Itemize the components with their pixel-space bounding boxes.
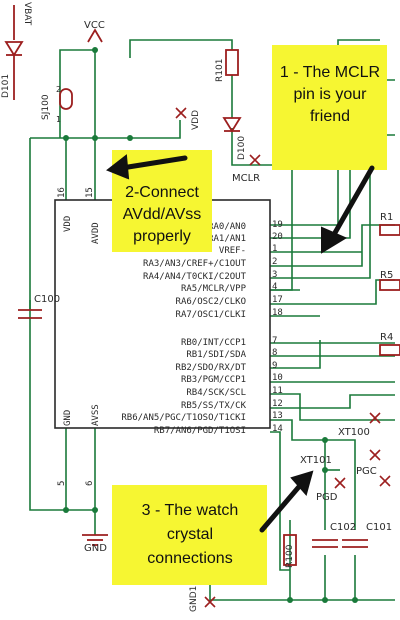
chip-pin-label: RB7/AN6/PGD/T1OSI xyxy=(154,426,246,436)
label-c102: C102 xyxy=(330,522,356,533)
note-crystal-line1: 3 - The watch xyxy=(142,502,239,519)
arrow-to-mclr xyxy=(329,165,375,241)
label-sj100-pin2: 2 xyxy=(56,85,61,94)
note-avdd-line3: properly xyxy=(133,228,191,245)
annotation-arrows xyxy=(106,154,375,533)
chip-pin-15-num: 15 xyxy=(85,187,95,198)
chip-pin-5-num: 5 xyxy=(57,481,67,486)
chip-pin-6-num: 6 xyxy=(85,481,95,486)
chip-pin-number: 17 xyxy=(272,295,283,305)
chip-pin-label: RA7/OSC1/CLKI xyxy=(176,310,246,320)
chip-pin-number: 20 xyxy=(272,232,283,242)
chip-power-pins: 16 15 VDD AVDD GND AVSS 5 6 xyxy=(57,187,101,486)
chip-pin-number: 7 xyxy=(272,336,277,346)
chip-pin-number: 2 xyxy=(272,257,277,267)
label-mclr: MCLR xyxy=(232,173,260,184)
chip-pin-label: RA4/AN4/T0CKI/C2OUT xyxy=(143,272,247,282)
label-vdd-top: VDD xyxy=(191,110,201,130)
chip-pin-16-num: 16 xyxy=(57,187,67,198)
chip-pin-number: 18 xyxy=(272,308,283,318)
chip-pin-label: RB4/SCK/SCL xyxy=(186,388,246,398)
chip-pin-avdd-label: AVDD xyxy=(91,222,101,244)
chip-pin-label: RA3/AN3/CREF+/C1OUT xyxy=(143,259,247,269)
note-avdd-line1: 2-Connect xyxy=(125,184,199,201)
label-pgd: PGD xyxy=(316,492,338,503)
label-r5: R5 xyxy=(380,270,393,281)
label-r100: R100 xyxy=(285,544,295,568)
chip-pin-number: 14 xyxy=(272,424,283,434)
label-c101: C101 xyxy=(366,522,392,533)
chip-pin-number: 19 xyxy=(272,220,283,230)
label-gnd: GND xyxy=(84,543,107,554)
chip-pin-number: 10 xyxy=(272,373,283,383)
chip-pin-vdd-label: VDD xyxy=(63,216,73,232)
chip-pin-label: RB2/SDO/RX/DT xyxy=(176,363,247,373)
arrow-to-crystal xyxy=(259,479,306,533)
chip-pin-avss-label: AVSS xyxy=(91,404,101,426)
chip-pin-label: RB1/SDI/SDA xyxy=(186,350,246,360)
chip-pin-number: 9 xyxy=(272,361,277,371)
label-xt101: XT101 xyxy=(300,455,332,466)
label-sj100-pin1: 1 xyxy=(56,115,61,124)
label-r4: R4 xyxy=(380,332,393,343)
chip-pin-label: RA0/AN0 xyxy=(208,222,246,232)
parts xyxy=(4,5,400,566)
note-mclr-line1: 1 - The MCLR xyxy=(280,64,380,81)
note-crystal-line3: connections xyxy=(147,550,232,567)
chip-pin-label: RA1/AN1 xyxy=(208,234,246,244)
chip-pin-number: 13 xyxy=(272,411,283,421)
label-pgc: PGC xyxy=(356,466,377,477)
chip-pin-label: RA5/MCLR/VPP xyxy=(181,284,247,294)
label-vcc: VCC xyxy=(84,20,105,31)
junctions xyxy=(63,47,358,603)
chip-pin-gnd-label: GND xyxy=(63,410,73,426)
chip-pin-label: RA6/OSC2/CLKO xyxy=(176,297,246,307)
chip-pin-label: RB3/PGM/CCP1 xyxy=(181,375,246,385)
label-d100: D100 xyxy=(237,136,247,160)
chip-pin-number: 8 xyxy=(272,348,277,358)
chip-pin-number: 1 xyxy=(272,244,277,254)
part-labels: VBAT VCC D101 SJ100 2 1 VDD R101 D100 MC… xyxy=(1,2,393,612)
chip-pin-label: RB0/INT/CCP1 xyxy=(181,338,246,348)
chip-pin-number: 4 xyxy=(272,282,277,292)
no-connect-markers xyxy=(175,107,391,608)
note-mclr-line3: friend xyxy=(310,108,350,125)
chip-pin-number: 11 xyxy=(272,386,283,396)
label-d101: D101 xyxy=(1,74,11,98)
label-r1: R1 xyxy=(380,212,393,223)
chip-pin-label: RB5/SS/TX/CK xyxy=(181,401,247,411)
note-crystal-line2: crystal xyxy=(167,526,213,543)
label-r101: R101 xyxy=(215,59,225,82)
annotation-note-mclr: 1 - The MCLR pin is your friend xyxy=(272,45,387,170)
chip-pin-label: VREF- xyxy=(219,246,246,256)
note-avdd-line2: AVdd/AVss xyxy=(123,206,202,223)
chip-pin-number: 12 xyxy=(272,399,283,409)
note-mclr-line2: pin is your xyxy=(294,86,368,103)
arrow-to-avdd xyxy=(119,155,188,171)
annotation-note-crystal: 3 - The watch crystal connections xyxy=(112,485,267,585)
label-gnd1: GND1 xyxy=(189,586,199,612)
label-vbat: VBAT xyxy=(22,2,32,26)
chip-pin-label: RB6/AN5/PGC/T1OSO/T1CKI xyxy=(121,413,246,423)
chip-pin-number: 3 xyxy=(272,270,277,280)
label-xt100: XT100 xyxy=(338,427,370,438)
label-c100: C100 xyxy=(34,294,60,305)
label-sj100: SJ100 xyxy=(41,94,51,120)
